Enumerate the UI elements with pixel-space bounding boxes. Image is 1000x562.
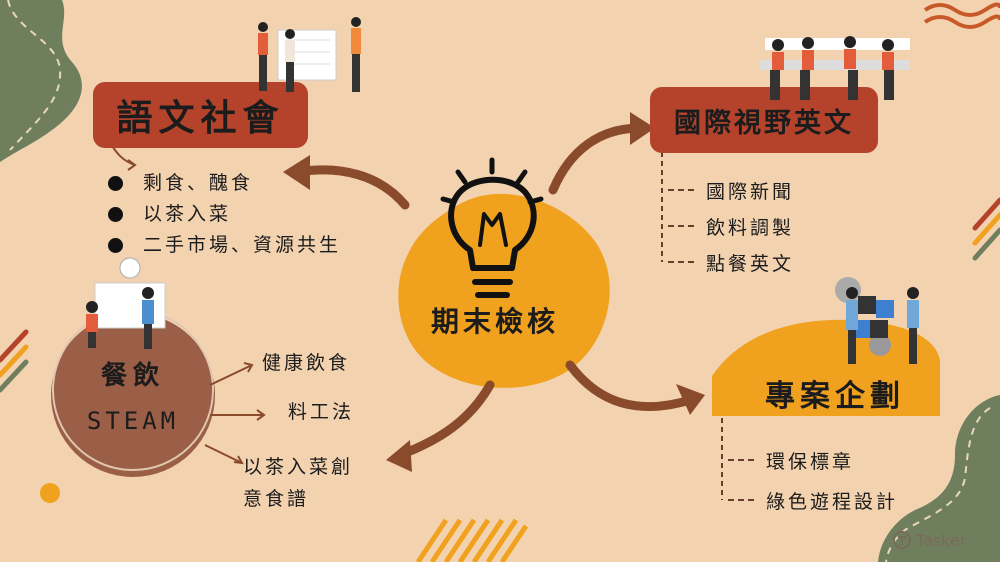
list-item: 剩食、醜食 — [108, 168, 341, 199]
list-item: 環保標章 — [728, 440, 898, 480]
project-title: 專案企劃 — [765, 379, 905, 414]
connector-arrows — [293, 123, 695, 460]
green-blob-top-left — [0, 0, 82, 162]
arrow-to-english — [548, 123, 645, 195]
center-title: 期末檢核 — [430, 305, 559, 338]
stripes-left — [0, 329, 29, 393]
english-title: 國際視野英文 — [674, 107, 854, 139]
list-item: 點餐英文 — [668, 244, 794, 280]
lightbulb-icon — [440, 157, 544, 298]
list-item: 國際新聞 — [668, 172, 794, 208]
food-circle — [51, 313, 215, 477]
list-item: 綠色遊程設計 — [728, 480, 898, 520]
orange-dot — [40, 483, 60, 503]
center-blob — [398, 193, 610, 388]
arrow-to-food — [395, 380, 495, 460]
wave-lines-top-right — [923, 2, 1000, 29]
stripes-right — [972, 197, 1000, 261]
language-title: 語文社會 — [116, 98, 285, 139]
thin-arrow-1 — [209, 364, 253, 386]
watermark: Tasker — [892, 530, 966, 550]
bullet-icon — [108, 207, 123, 222]
food-item-recipe: 意食譜 — [243, 488, 310, 510]
english-list: 國際新聞 飲料調製 點餐英文 — [668, 172, 794, 280]
arrow-to-language — [293, 165, 410, 210]
food-item-health: 健康飲食 — [262, 352, 351, 374]
language-box — [93, 82, 308, 148]
stripes-bottom — [415, 518, 529, 562]
list-item: 飲料調製 — [668, 208, 794, 244]
list-item: 二手市場、資源共生 — [108, 230, 341, 261]
arrow-to-project — [565, 360, 695, 411]
food-item-method: 料工法 — [288, 401, 355, 423]
food-subtitle: STEAM — [86, 407, 180, 435]
thin-arrow-3 — [204, 444, 243, 464]
language-list: 剩食、醜食 以茶入菜 二手市場、資源共生 — [108, 168, 341, 261]
bullet-icon — [108, 176, 123, 191]
bullet-icon — [108, 238, 123, 253]
food-title: 餐飲 — [100, 360, 165, 391]
project-list: 環保標章 綠色遊程設計 — [728, 440, 898, 520]
english-box — [650, 87, 878, 153]
food-item-tea: 以茶入菜創 — [243, 456, 354, 478]
green-blob-bottom-right — [878, 395, 1000, 562]
people-illustration — [86, 17, 919, 364]
list-item: 以茶入菜 — [108, 199, 341, 230]
watermark-logo-icon — [893, 531, 911, 549]
